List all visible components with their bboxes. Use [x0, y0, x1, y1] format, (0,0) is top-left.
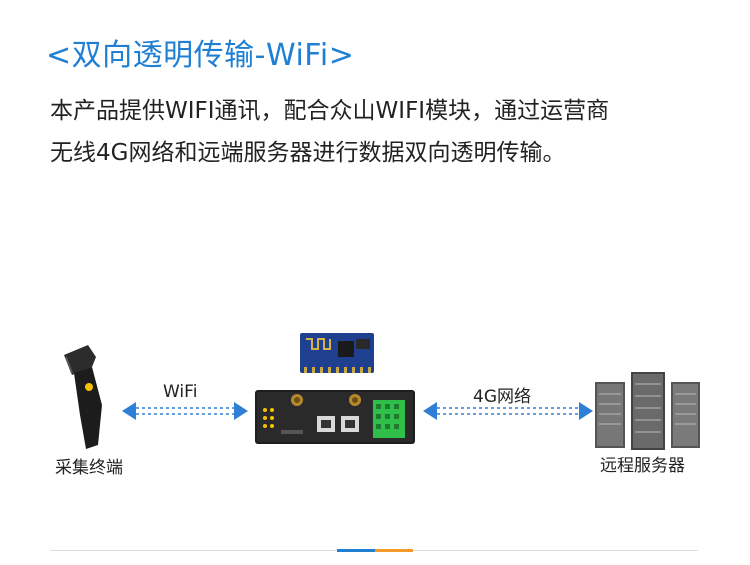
4g-link-arrow [423, 402, 593, 420]
remote-server-label: 远程服务器 [600, 456, 685, 476]
wifi-module-icon [300, 333, 374, 373]
collection-terminal-label: 采集终端 [55, 458, 123, 478]
router-device-icon [255, 390, 415, 444]
description: 本产品提供WIFI通讯，配合众山WIFI模块，通过运营商 无线4G网络和远端服务… [50, 90, 710, 174]
bottom-accent-blue [337, 549, 375, 552]
description-line-2: 无线4G网络和远端服务器进行数据双向透明传输。 [50, 140, 566, 166]
4g-link-label: 4G网络 [473, 387, 531, 407]
wifi-link-arrow [122, 402, 248, 420]
description-line-1: 本产品提供WIFI通讯，配合众山WIFI模块，通过运营商 [50, 98, 610, 124]
server-rack-icon [595, 372, 700, 450]
barcode-scanner-icon [64, 345, 102, 449]
wifi-link-label: WiFi [163, 382, 198, 402]
bottom-accent-orange [375, 549, 413, 552]
page-title: <双向透明传输-WiFi> [46, 38, 355, 73]
